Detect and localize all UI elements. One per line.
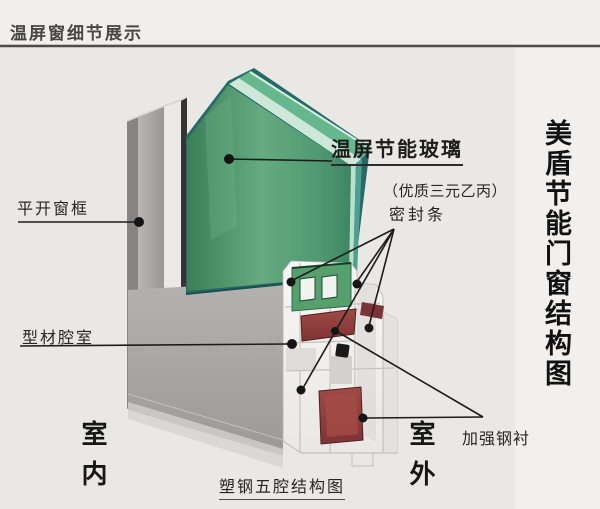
glass-front-pane <box>187 85 351 291</box>
upper-steel-lining <box>300 308 357 342</box>
callout-line-steel-1 <box>366 416 484 419</box>
glass-top-light-line <box>249 71 370 149</box>
label-profile-cavity: 型材腔室 <box>22 328 95 347</box>
sill-slab <box>127 281 284 468</box>
slab-bevel <box>128 402 283 456</box>
callout-line-steel-2 <box>335 330 484 418</box>
callout-dot-steel-upper <box>331 327 339 335</box>
seal-dots <box>286 277 374 395</box>
glass-right-light-stripe <box>349 163 356 276</box>
slab-face <box>128 281 283 449</box>
cavity-shadow-1 <box>286 348 316 370</box>
glass-right-teal-stripe <box>353 159 362 276</box>
seal-dot-2 <box>352 279 362 289</box>
right-light-column <box>515 44 600 509</box>
fastener <box>335 343 350 358</box>
callout-lines <box>18 158 484 419</box>
glass-panes <box>185 68 371 295</box>
page-title: 温屏窗细节展示 <box>10 24 143 44</box>
callout-line-seal-2 <box>355 228 395 284</box>
label-energy-glass: 温屏节能玻璃 <box>331 133 463 166</box>
label-side-caption: 美盾节能门窗结构图 <box>540 119 571 389</box>
glass-middle-pane-edge <box>239 71 371 159</box>
label-outdoor: 室外 <box>405 420 435 500</box>
cavity-shadow-2 <box>331 356 352 384</box>
label-sealing-strip: 密封条 <box>389 205 447 224</box>
label-casement-frame: 平开窗框 <box>17 199 90 218</box>
glass-sheen <box>205 95 237 240</box>
small-gasket-block <box>360 302 384 319</box>
label-bottom-caption: 塑钢五腔结构图 <box>219 473 346 500</box>
callout-dot-cavity <box>287 339 297 349</box>
callout-dot-steel-lower <box>358 413 368 423</box>
label-indoor: 室内 <box>77 420 107 500</box>
glass-edge-strip <box>181 97 187 299</box>
callout-line-cavity <box>19 343 290 347</box>
callout-line-glass <box>228 158 333 162</box>
callout-dots <box>134 154 368 423</box>
label-seal-note: （优质三元乙丙） <box>383 182 508 200</box>
callout-line-seal-4 <box>302 228 395 389</box>
title-strip <box>0 0 600 44</box>
pvc-profile <box>282 260 398 467</box>
frame-gray-face <box>138 106 164 312</box>
frame-white-strip <box>164 100 181 305</box>
frame-top-bevel <box>126 96 188 122</box>
lower-steel-inner <box>325 393 358 437</box>
label-steel-lining: 加强钢衬 <box>462 429 531 448</box>
bead-slot-1 <box>299 276 316 302</box>
seal-dot-3 <box>364 323 374 333</box>
callout-dot-glass <box>224 154 234 164</box>
bead-slot-2 <box>321 274 338 300</box>
callout-line-seal-3 <box>368 228 395 327</box>
callout-line-seal-1 <box>292 228 395 281</box>
slab-ridge <box>127 393 284 441</box>
glazing-beads <box>291 262 352 312</box>
profile-outer-wall <box>383 312 397 453</box>
callout-dot-frame <box>134 217 144 227</box>
glass-gap-band <box>229 78 361 167</box>
slab-bottom-face <box>128 410 283 468</box>
